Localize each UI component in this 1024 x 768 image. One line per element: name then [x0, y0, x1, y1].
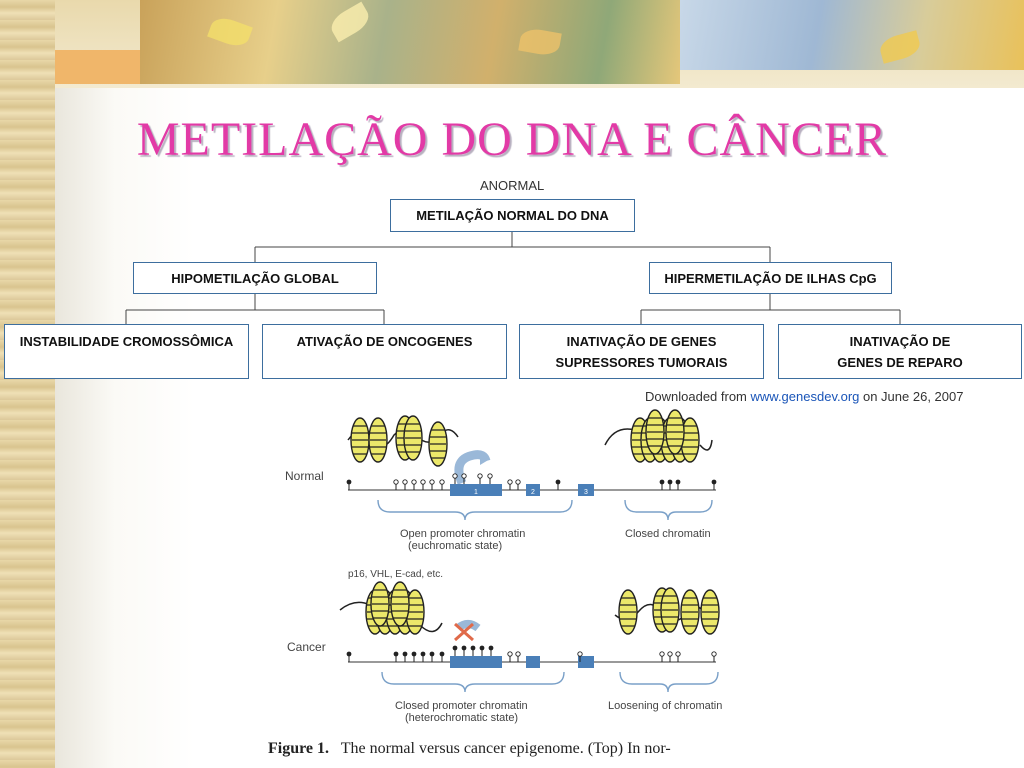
exon-2 [526, 656, 540, 668]
credit-prefix: Downloaded from [645, 389, 751, 404]
leaf-text: INATIVAÇÃO DE GENES [566, 334, 717, 349]
exon-label: 3 [584, 489, 588, 496]
hypomethylation-box: HIPOMETILAÇÃO GLOBAL [133, 262, 377, 294]
closed-promoter-line2: (heterochromatic state) [405, 712, 519, 724]
loosening-label: Loosening of chromatin [608, 700, 723, 712]
normal-open-nucleosomes [347, 415, 459, 467]
exon-label: 2 [531, 489, 535, 496]
closed-chromatin-label: Closed chromatin [625, 528, 711, 540]
slide-title: METILAÇÃO DO DNA E CÂNCER [136, 113, 888, 166]
caption-text: The normal versus cancer epigenome. (Top… [340, 740, 671, 757]
normal-row-label: Normal [285, 469, 324, 483]
open-promoter-label: Open promoter chromatin (euchromatic sta… [400, 528, 525, 552]
gene-examples-label: p16, VHL, E-cad, etc. [348, 569, 444, 580]
exon-1 [450, 484, 502, 496]
closed-chromatin-brace [624, 499, 713, 521]
hypermethylation-box: HIPERMETILAÇÃO DE ILHAS CpG [649, 262, 892, 294]
open-promoter-brace [377, 499, 573, 521]
arrow-head-icon [480, 455, 490, 465]
root-box: METILAÇÃO NORMAL DO DNA [390, 199, 635, 232]
figure-caption: Figure 1. The normal versus cancer epige… [268, 740, 671, 758]
exon-3 [578, 656, 594, 668]
cancer-row-label: Cancer [287, 640, 326, 654]
closed-promoter-brace [381, 671, 565, 693]
exon-2 [526, 484, 540, 496]
leaf-text: INSTABILIDADE CROMOSSÔMICA [19, 334, 234, 349]
figure-number: Figure 1. [268, 740, 330, 757]
leaf-box-oncogenes: ATIVAÇÃO DE ONCOGENES [262, 324, 507, 379]
leaf-text: GENES DE REPARO [837, 355, 963, 370]
leaf-text: SUPRESSORES TUMORAIS [555, 355, 728, 370]
open-promoter-line1: Open promoter chromatin [400, 528, 526, 540]
loosening-brace [619, 671, 719, 693]
leaf-box-repair: INATIVAÇÃO DE GENES DE REPARO [778, 324, 1022, 379]
genesdev-link[interactable]: www.genesdev.org [750, 389, 860, 404]
cancer-loosened-nucleosomes [614, 587, 720, 635]
exon-3 [578, 484, 594, 496]
leaf-text: INATIVAÇÃO DE [849, 334, 951, 349]
hypermethylation-text: HIPERMETILAÇÃO DE ILHAS CpG [664, 270, 877, 286]
root-box-text: METILAÇÃO NORMAL DO DNA [416, 208, 609, 223]
cancer-closed-nucleosomes [339, 581, 443, 635]
credit-suffix: on June 26, 2007 [859, 389, 964, 404]
leaf-box-suppressor: INATIVAÇÃO DE GENES SUPRESSORES TUMORAIS [519, 324, 764, 379]
leaf-box-instability: INSTABILIDADE CROMOSSÔMICA [4, 324, 249, 379]
left-texture [0, 0, 55, 768]
closed-promoter-line1: Closed promoter chromatin [395, 700, 528, 712]
open-promoter-line2: (euchromatic state) [408, 540, 503, 552]
download-credit: Downloaded from www.genesdev.org on June… [645, 389, 963, 404]
exon-label: 1 [474, 489, 478, 496]
blocked-x-icon [454, 622, 474, 642]
hypomethylation-text: HIPOMETILAÇÃO GLOBAL [171, 270, 339, 286]
normal-closed-nucleosomes [604, 409, 713, 463]
leaf-text: ATIVAÇÃO DE ONCOGENES [296, 334, 473, 349]
exon-1 [450, 656, 502, 668]
banner-strip-right [680, 0, 1024, 70]
anormal-label: ANORMAL [470, 178, 555, 193]
closed-promoter-label: Closed promoter chromatin (heterochromat… [395, 700, 528, 724]
